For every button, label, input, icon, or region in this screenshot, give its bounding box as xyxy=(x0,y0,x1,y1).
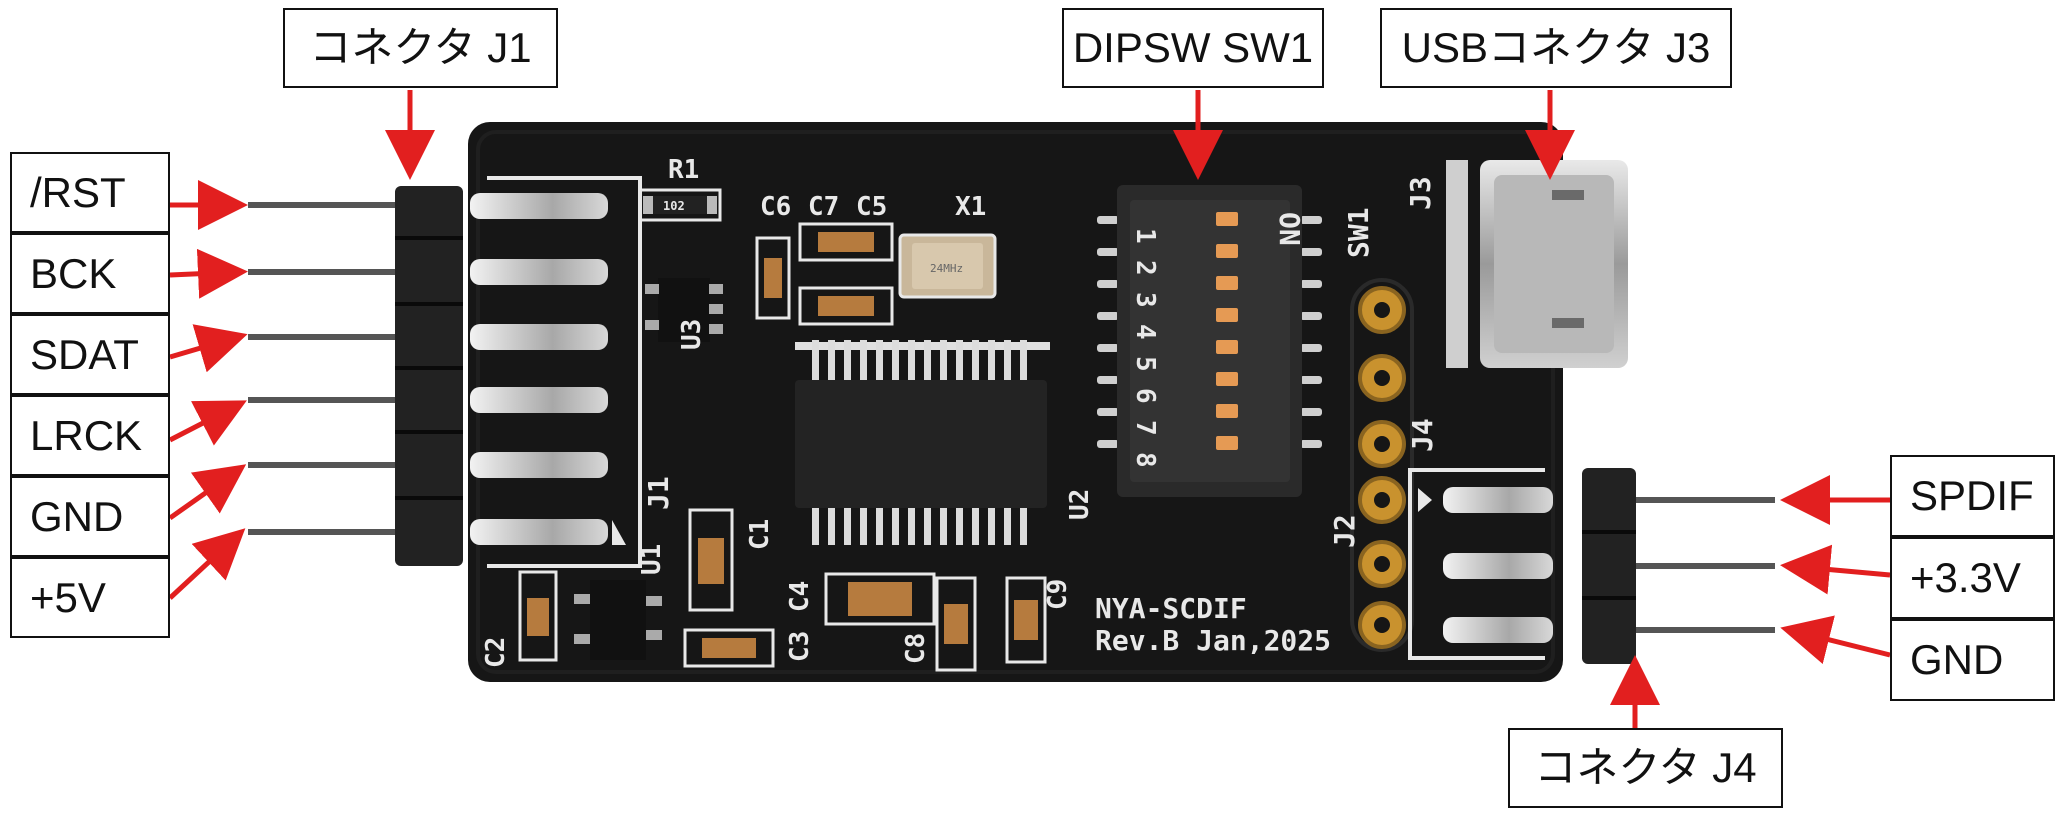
svg-text:U2: U2 xyxy=(1065,489,1095,520)
label-pin-bck: BCK xyxy=(10,233,170,314)
svg-text:1: 1 xyxy=(1130,228,1160,244)
label-dipsw-sw1: DIPSW SW1 xyxy=(1062,8,1324,88)
j4-pin-header xyxy=(1443,468,1775,664)
svg-text:7: 7 xyxy=(1130,420,1160,436)
label-pin-rst: /RST xyxy=(10,152,170,233)
svg-text:C7: C7 xyxy=(808,192,839,222)
label-pin-3v3: +3.3V xyxy=(1890,537,2055,619)
svg-text:J3: J3 xyxy=(1404,176,1437,210)
svg-text:4: 4 xyxy=(1130,324,1160,340)
label-connector-j4: コネクタ J4 xyxy=(1508,728,1783,808)
label-pin-gnd-left: GND xyxy=(10,476,170,557)
dip-switch xyxy=(1097,185,1322,497)
svg-text:J1: J1 xyxy=(642,476,675,510)
x1-marking: 24MHz xyxy=(930,262,963,275)
svg-text:C2: C2 xyxy=(481,637,511,668)
label-connector-j1: コネクタ J1 xyxy=(283,8,558,88)
svg-text:C9: C9 xyxy=(1043,579,1073,610)
svg-text:C1: C1 xyxy=(745,519,775,550)
label-pin-spdif: SPDIF xyxy=(1890,455,2055,537)
svg-text:2: 2 xyxy=(1130,260,1160,276)
svg-text:X1: X1 xyxy=(955,192,986,222)
label-usb-connector-j3: USBコネクタ J3 xyxy=(1380,8,1732,88)
svg-text:U1: U1 xyxy=(637,544,667,575)
svg-text:ON: ON xyxy=(1273,212,1306,246)
svg-text:R1: R1 xyxy=(668,155,699,185)
svg-text:8: 8 xyxy=(1130,452,1160,468)
silkscreen-labels: R1 C6 C7 C5 X1 U3 U2 U1 C1 C2 C3 C4 C8 C… xyxy=(481,155,1439,668)
svg-text:3: 3 xyxy=(1130,292,1160,308)
label-pin-sdat: SDAT xyxy=(10,314,170,395)
label-pin-gnd-right: GND xyxy=(1890,619,2055,701)
svg-text:C8: C8 xyxy=(901,633,931,664)
svg-text:SW1: SW1 xyxy=(1342,207,1375,258)
j1-pin-header xyxy=(248,186,608,566)
callout-arrows xyxy=(168,90,1891,730)
j2-pads xyxy=(1350,278,1414,652)
board-revision: Rev.B Jan,2025 xyxy=(1095,624,1331,657)
svg-text:J4: J4 xyxy=(1406,418,1439,452)
svg-text:J2: J2 xyxy=(1328,514,1361,548)
svg-text:C6: C6 xyxy=(760,192,791,222)
label-pin-lrck: LRCK xyxy=(10,395,170,476)
svg-text:5: 5 xyxy=(1130,356,1160,372)
svg-text:U3: U3 xyxy=(677,319,707,350)
board-name: NYA-SCDIF xyxy=(1095,592,1247,625)
u2-chip xyxy=(795,340,1050,545)
label-pin-5v: +5V xyxy=(10,557,170,638)
svg-text:C3: C3 xyxy=(785,631,815,662)
svg-text:C4: C4 xyxy=(785,581,815,612)
svg-text:6: 6 xyxy=(1130,388,1160,404)
svg-text:C5: C5 xyxy=(856,192,887,222)
usb-connector xyxy=(1446,160,1628,368)
r1-marking: 102 xyxy=(663,199,685,213)
